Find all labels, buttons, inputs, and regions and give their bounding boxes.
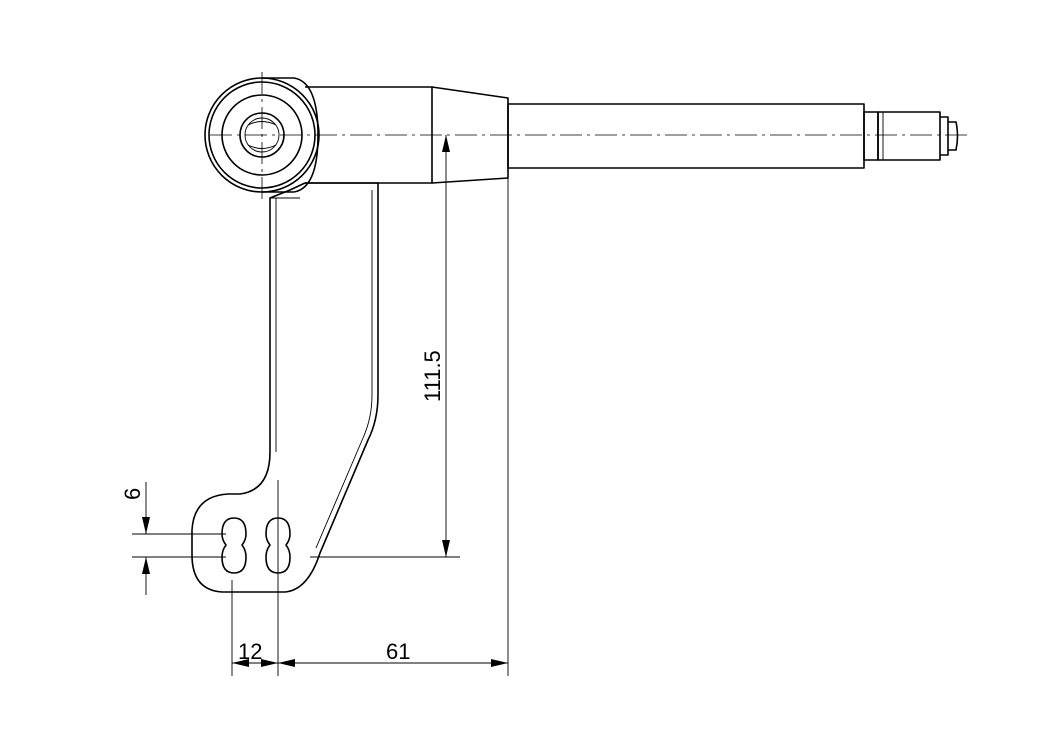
dimension-label-6: 6 xyxy=(120,488,145,500)
dimension-6: 6 xyxy=(120,482,150,595)
mounting-holes xyxy=(221,517,291,574)
center-lines xyxy=(210,72,968,200)
dimension-label-12: 12 xyxy=(238,639,262,664)
extension-lines xyxy=(132,178,509,676)
dimension-label-111-5: 111.5 xyxy=(420,350,445,402)
dimension-61: 61 xyxy=(278,639,508,667)
dimension-12: 12 xyxy=(232,639,278,667)
dimension-111-5: 111.5 xyxy=(420,135,450,557)
steering-arm xyxy=(191,182,379,593)
dimension-label-61: 61 xyxy=(386,639,410,664)
